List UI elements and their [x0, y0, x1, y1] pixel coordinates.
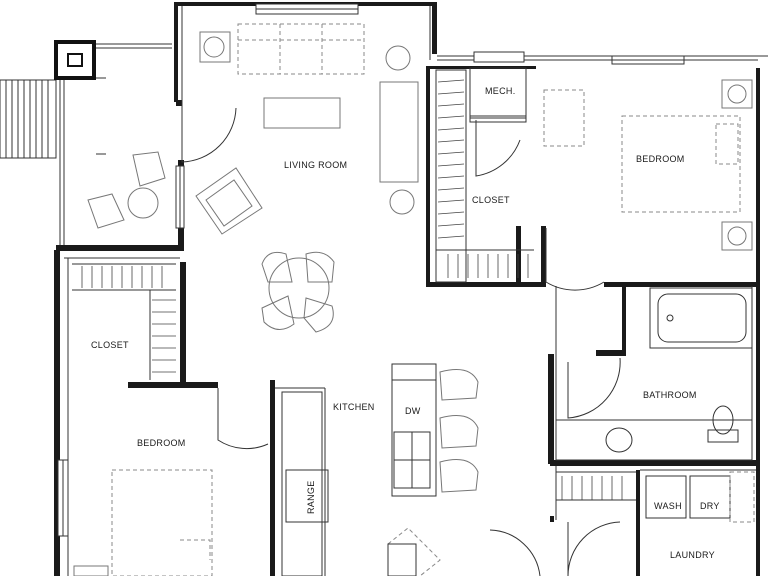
bedroom-left-furniture — [73, 469, 213, 576]
balcony — [54, 40, 172, 245]
walls — [54, 2, 760, 576]
closet-left-label: CLOSET — [91, 340, 129, 350]
bathroom-fixtures — [555, 287, 753, 461]
bedroom-right-label: BEDROOM — [636, 154, 685, 164]
laundry-label: LAUNDRY — [670, 550, 715, 560]
closet-left — [72, 263, 176, 380]
living-room-label: LIVING ROOM — [284, 160, 347, 170]
mech-closet — [435, 67, 534, 283]
mech-label: MECH. — [485, 86, 516, 96]
laundry-fixtures — [556, 471, 755, 523]
washer-label: WASH — [654, 501, 682, 511]
exterior-stairs — [0, 79, 57, 159]
living-furniture — [195, 23, 419, 333]
doors — [181, 106, 621, 576]
bedroom-left-label: BEDROOM — [137, 438, 186, 448]
dishwasher-label: DW — [405, 406, 421, 416]
interior-lines — [64, 6, 768, 576]
bathroom-label: BATHROOM — [643, 390, 697, 400]
windows — [57, 3, 685, 537]
closet-center-label: CLOSET — [472, 195, 510, 205]
dryer-label: DRY — [700, 501, 720, 511]
kitchen-fixtures — [281, 363, 479, 576]
kitchen-label: KITCHEN — [333, 402, 375, 412]
range-label: RANGE — [306, 480, 316, 514]
bedroom-right-furniture — [543, 79, 753, 251]
